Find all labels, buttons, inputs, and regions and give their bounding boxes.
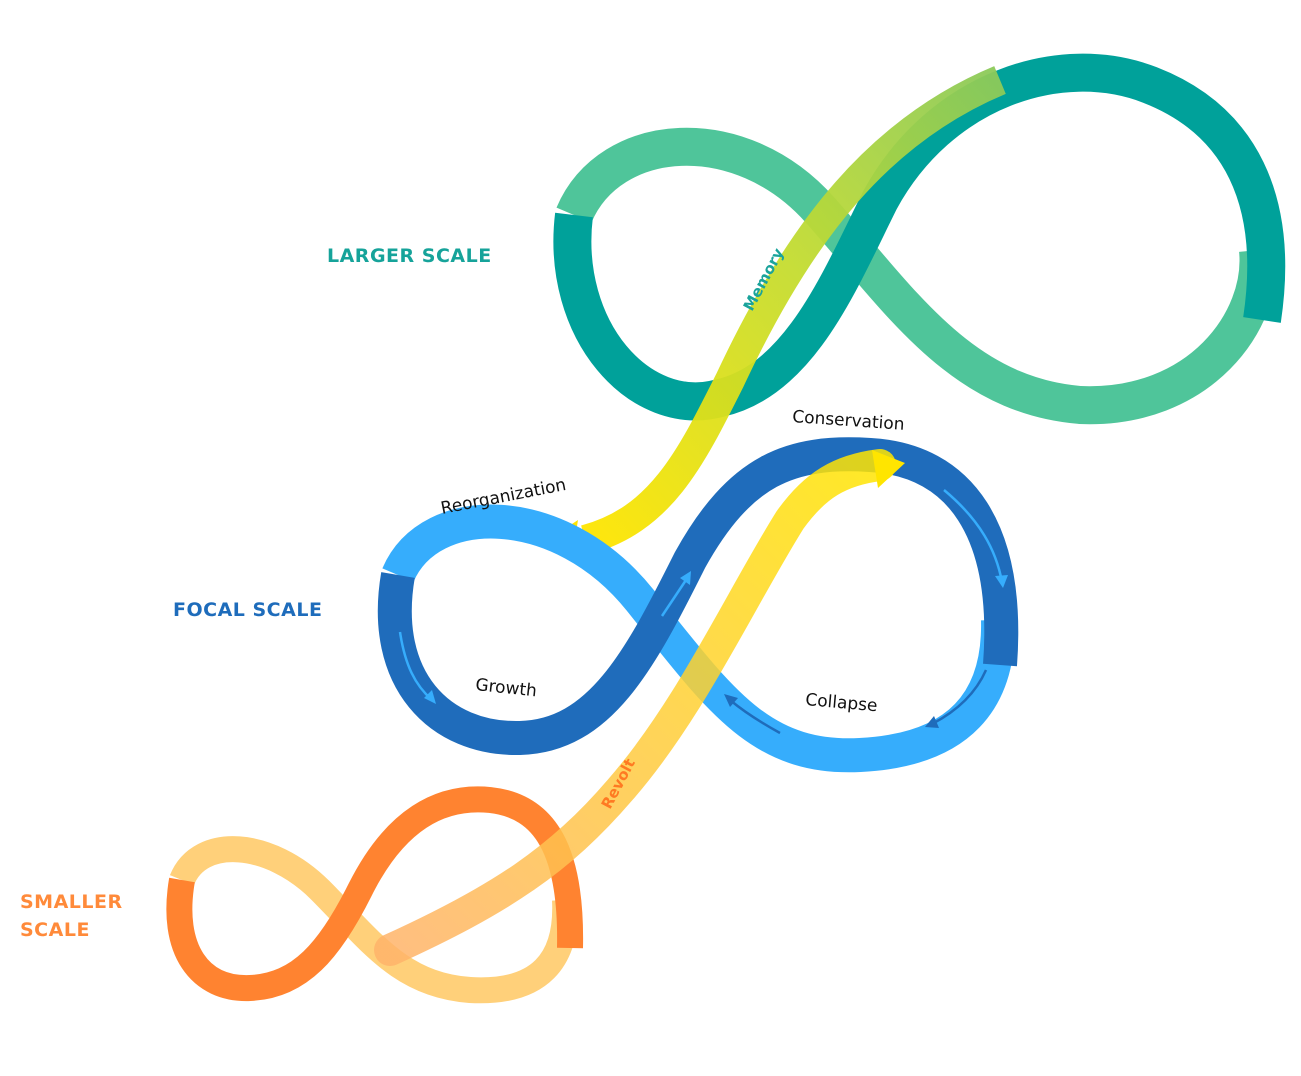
focal-scale-label: FOCAL SCALE — [173, 599, 323, 621]
larger-scale-loop — [553, 53, 1286, 425]
revolt-arrowhead — [872, 450, 905, 488]
collapse-arrowhead — [925, 716, 939, 728]
growth-label: Growth — [474, 675, 537, 701]
larger-scale-label: LARGER SCALE — [327, 245, 492, 267]
smaller-scale-label-line2: SCALE — [20, 919, 90, 941]
larger-loop-light-band — [556, 127, 1278, 425]
growth-arrowhead — [424, 690, 436, 704]
conservation-arrowhead — [995, 575, 1008, 588]
smaller-loop-dark-band — [166, 786, 584, 1002]
conservation-arrow — [943, 489, 1004, 583]
exploitation-arrowhead — [680, 571, 691, 585]
smaller-scale-label: SMALLER SCALE — [20, 888, 123, 944]
larger-loop-dark-band — [553, 53, 1286, 421]
smaller-scale-label-line1: SMALLER — [20, 891, 123, 913]
focal-loop-light-band — [382, 504, 1016, 773]
conservation-label: Conservation — [792, 407, 906, 435]
collapse-arrow — [931, 669, 988, 726]
exploitation-arrow — [660, 576, 690, 617]
release-arrowhead — [724, 694, 738, 707]
focal-loop-dark-band — [377, 437, 1019, 756]
focal-flow-arrows — [398, 489, 1008, 735]
revolt-band — [374, 449, 896, 966]
memory-band — [580, 66, 1006, 555]
collapse-label: Collapse — [805, 690, 879, 716]
